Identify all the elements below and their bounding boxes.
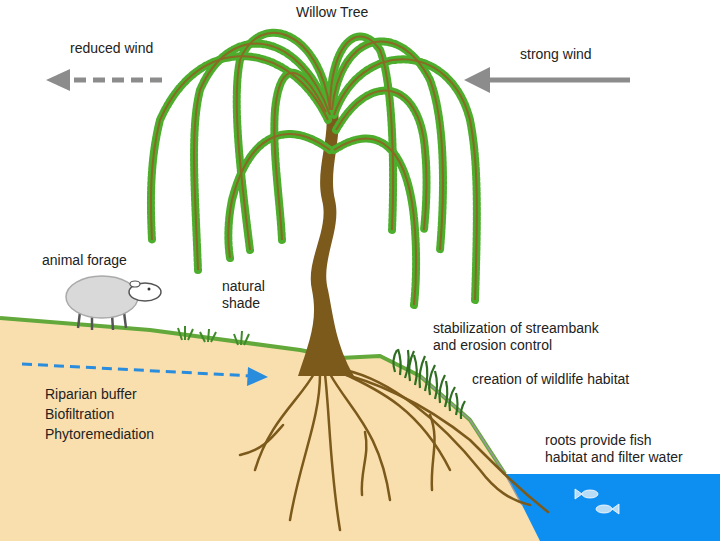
canopy-leaves — [151, 33, 477, 305]
grass-line — [0, 318, 505, 474]
sheep — [66, 276, 161, 330]
grass-tufts — [178, 326, 249, 345]
branches — [151, 33, 477, 305]
benefit-label: Biofiltration — [45, 406, 114, 423]
riparian-flow-arrow — [22, 364, 268, 386]
wind-label: strong wind — [520, 46, 592, 63]
benefit-label: Phytoremediation — [45, 426, 154, 443]
wind-label: reduced wind — [70, 40, 153, 57]
diagram-title: Willow Tree — [296, 4, 368, 21]
strong-wind-arrow — [464, 67, 630, 93]
benefit-label: creation of wildlife habitat — [472, 371, 629, 388]
benefit-label: Riparian buffer — [45, 386, 137, 403]
fish — [575, 489, 619, 514]
benefit-label: stabilization of streambank and erosion … — [433, 320, 615, 354]
benefit-label: natural shade — [222, 278, 280, 312]
benefit-label: roots provide fish habitat and filter wa… — [545, 432, 695, 466]
reduced-wind-arrow — [46, 69, 162, 91]
roots — [240, 370, 548, 530]
benefit-label: animal forage — [42, 252, 127, 269]
